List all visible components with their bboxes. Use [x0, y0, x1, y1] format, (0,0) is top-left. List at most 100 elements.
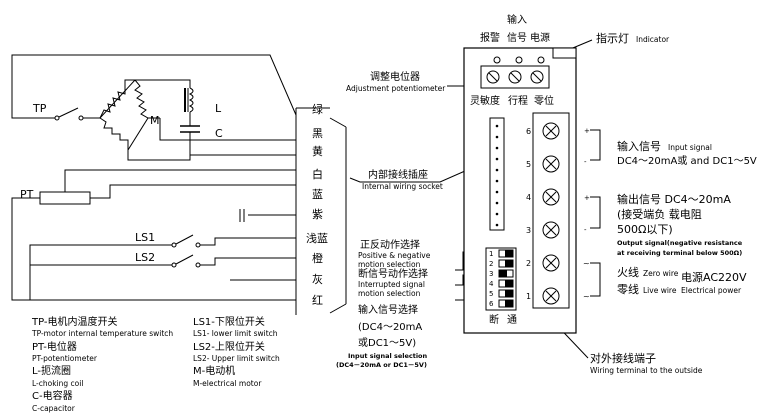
legend-ls1-en: LS1- lower limit switch — [193, 329, 278, 338]
sign-plus-output: + — [584, 194, 590, 202]
pt-resistor — [39, 191, 91, 205]
wire-yellow — [127, 150, 296, 161]
legend: TP-电机内温度开关 TP-motor internal temperature… — [31, 315, 280, 413]
callout-interrupt-en2: motion selection — [358, 289, 421, 298]
callout-indicator-en: Indicator — [636, 35, 670, 44]
legend-ls1-zh: LS1-下限位开关 — [193, 315, 265, 328]
terminal-4[interactable] — [542, 188, 560, 206]
motor-winding-diag — [127, 117, 149, 151]
terminal-2[interactable] — [542, 254, 560, 272]
wire-label-black: 黑 — [312, 127, 323, 140]
terminal-6[interactable] — [542, 122, 560, 140]
wire-tp-to-motor — [83, 79, 136, 119]
callout-interrupt-en1: Interrupted signal — [358, 280, 425, 289]
dip-knob-1 — [505, 250, 513, 257]
pot-sensitivity[interactable] — [486, 70, 500, 84]
zero-wire-en: Live wire — [643, 286, 677, 295]
capacitor-label: C — [215, 127, 223, 140]
terminal-number-1: 1 — [526, 292, 531, 301]
callout-adjust-zh: 调整电位器 — [370, 70, 420, 83]
legend-tp-en: TP-motor internal temperature switch — [31, 329, 173, 338]
wire-outer-loop — [11, 54, 297, 119]
sign-minus-output: - — [584, 226, 587, 234]
ls2-contact-left — [171, 262, 177, 268]
pot-label-sensitivity: 灵敏度 — [470, 94, 500, 107]
tp-contact-left — [54, 115, 60, 121]
led-power — [537, 56, 545, 64]
led-alarm — [493, 56, 501, 64]
control-board: 输入 报警 信号 电源 灵敏度 行程 零位 — [463, 13, 577, 334]
terminal-3[interactable] — [542, 221, 560, 239]
dip-knob-6 — [505, 300, 513, 307]
dip-knob-4 — [505, 280, 513, 287]
wire-label-white: 白 — [312, 167, 323, 181]
ls2-switch-blade — [175, 254, 194, 265]
wire-white — [64, 169, 296, 188]
callout-socket-zh: 内部接线插座 — [368, 168, 428, 181]
pt-label: PT — [20, 188, 34, 201]
zero-wire-zh: 零线 — [617, 282, 639, 296]
wire-label-grey: 灰 — [312, 272, 323, 286]
terminal-block — [532, 112, 570, 309]
dip-knob-3 — [499, 270, 507, 277]
callout-posneg-en2: motion selection — [358, 260, 421, 269]
motor-winding-top — [99, 79, 135, 119]
wire-label-orange: 橙 — [312, 251, 323, 265]
board-input-title: 输入 — [507, 13, 527, 26]
legend-ls2-zh: LS2-上限位开关 — [193, 340, 265, 353]
motor-winding-bottom — [99, 117, 129, 150]
output-en2: at receiving terminal below 500Ω) — [617, 249, 742, 257]
legend-ls2-en: LS2- Upper limit switch — [193, 354, 280, 363]
terminal-number-3: 3 — [526, 226, 531, 235]
wire-orange — [200, 257, 296, 266]
power-en: Electrical power — [681, 286, 742, 295]
callout-terminal-en: Wiring terminal to the outside — [590, 366, 703, 375]
callout-terminal-zh: 对外接线端子 — [590, 351, 656, 365]
input-signal-range: DC4～20mA或 and DC1～5V — [617, 155, 757, 167]
sign-tilde-2: ~ — [583, 292, 590, 301]
legend-l-zh: L-扼流圈 — [32, 364, 71, 377]
dip-number-2: 2 — [489, 260, 493, 268]
ls1-switch-blade — [175, 234, 194, 245]
terminal-5[interactable] — [542, 155, 560, 173]
output-load-zh: (接受端负 载电阻 — [617, 207, 702, 221]
callout-posneg-en1: Positive & negative — [358, 251, 431, 260]
ls2-contact-right — [195, 262, 201, 268]
dip-label-on: 通 — [507, 314, 517, 326]
callout-interrupt-zh: 断信号动作选择 — [358, 267, 428, 280]
pot-stroke[interactable] — [508, 70, 522, 84]
socket-pins — [495, 124, 499, 227]
led-label-alarm: 报警 — [480, 31, 500, 44]
legend-l-en: L-choking coil — [32, 379, 83, 388]
sign-tilde-1: ~ — [583, 259, 590, 268]
wire-label-purple: 紫 — [312, 208, 323, 221]
ls2-label: LS2 — [135, 251, 155, 264]
terminal-1[interactable] — [542, 287, 560, 305]
wire-black — [159, 118, 296, 141]
legend-pt-zh: PT-电位器 — [32, 340, 77, 353]
wire-label-yellow: 黄 — [312, 144, 323, 158]
callout-indicator-zh: 指示灯 — [596, 31, 629, 45]
terminal-number-4: 4 — [526, 193, 531, 202]
wire-label-blue: 蓝 — [312, 188, 323, 201]
led-label-signal: 信号 — [507, 32, 527, 44]
strip-bracket-top — [329, 117, 347, 128]
dip-number-4: 4 — [489, 280, 494, 288]
callout-inputsel-range1: (DC4～20mA — [358, 322, 422, 333]
callout-inputsel-en2: (DC4－20mA or DC1－5V) — [336, 361, 427, 369]
bracket-output — [590, 196, 601, 229]
wire-color-strip: 绿 黑 黄 白 蓝 紫 浅蓝 橙 灰 红 — [295, 102, 347, 315]
callout-socket-en: Internal wiring socket — [362, 182, 443, 191]
wire-label-red: 红 — [312, 294, 323, 307]
fire-wire-zh: 火线 — [617, 265, 639, 279]
ls1-contact-right — [195, 242, 201, 248]
wire-ls1-common — [29, 244, 172, 300]
legend-pt-en: PT-potentiometer — [32, 354, 98, 363]
pot-zero[interactable] — [530, 70, 544, 84]
terminal-number-6: 6 — [526, 127, 531, 136]
dip-label-off: 断 — [489, 313, 499, 326]
callout-inputsel-range2: 或DC1～5V) — [358, 337, 416, 349]
legend-c-zh: C-电容器 — [32, 389, 73, 402]
legend-c-en: C-capacitor — [32, 404, 76, 413]
bracket-input — [590, 129, 601, 161]
